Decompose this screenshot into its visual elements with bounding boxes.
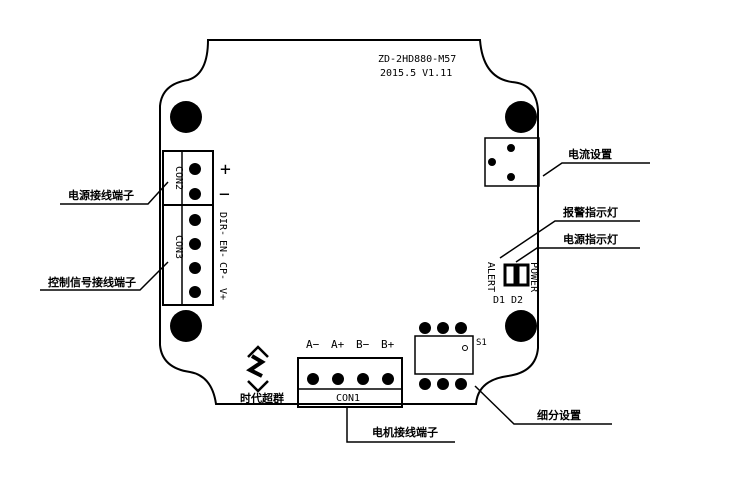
leader-power-terminal [60, 181, 169, 205]
pot-pin-1 [488, 158, 496, 166]
led-power-label: POWER [528, 262, 539, 293]
con3-pin-labels-cp: CP- [217, 262, 228, 280]
con3-pin-labels-dir: DIR- [217, 212, 228, 236]
mounting-hole-top-left [170, 101, 202, 133]
led-alert [503, 263, 517, 287]
con1-pin-label-a-plus: A+ [331, 338, 345, 351]
mounting-hole-top-right [505, 101, 537, 133]
con3-pin-cp [189, 262, 201, 274]
dip-switch-label: S1 [476, 338, 487, 348]
leader-motor-terminal [346, 408, 455, 443]
leader-current-setting [542, 162, 650, 177]
con3-pin-labels-v: V+ [217, 288, 228, 300]
con3-pin-en [189, 238, 201, 250]
callout-power-terminal: 电源接线端子 [68, 188, 134, 202]
leader-microstep-setting [474, 385, 612, 425]
current-setting-pot [484, 137, 540, 187]
leader-control-terminal [40, 261, 169, 291]
con2-name: CON2 [173, 166, 184, 190]
con3-pin-v [189, 286, 201, 298]
con1-pin-label-b-plus: B+ [381, 338, 395, 351]
dip-pin-bottom-2 [437, 378, 449, 390]
con2-block [162, 150, 214, 206]
company-logo [246, 345, 269, 393]
pot-pin-2 [507, 144, 515, 152]
mounting-hole-bottom-right [505, 310, 537, 342]
con2-pin-minus [189, 188, 201, 200]
con1-pin-label-a-minus: A− [306, 338, 320, 351]
con1-pin-b-minus [357, 373, 369, 385]
con1-pin-label-b-minus: B− [356, 338, 370, 351]
mounting-hole-bottom-left [170, 310, 202, 342]
callout-power-indicator: 电源指示灯 [563, 232, 618, 246]
callout-control-terminal: 控制信号接线端子 [48, 275, 136, 289]
callout-motor-terminal: 电机接线端子 [372, 425, 438, 439]
con2-pin-minus-label: − [219, 184, 230, 205]
con1-pin-a-plus [332, 373, 344, 385]
con1-name: CON1 [336, 393, 360, 404]
led-power-id: D2 [511, 295, 523, 306]
con1-pin-b-plus [382, 373, 394, 385]
callout-alarm-indicator: 报警指示灯 [563, 205, 618, 219]
dip-switch-body [414, 335, 474, 375]
dip-pin-bottom-3 [455, 378, 467, 390]
pot-pin-3 [507, 173, 515, 181]
board-model: ZD-2HD880-M57 [378, 54, 456, 65]
callout-current-setting: 电流设置 [568, 147, 612, 161]
leader-power-indicator [515, 247, 640, 263]
con1-pin-a-minus [307, 373, 319, 385]
dip-pin-bottom-1 [419, 378, 431, 390]
board-outline [159, 39, 539, 405]
dip-switch-dot [462, 345, 468, 351]
con2-pin-plus-label: + [220, 159, 231, 180]
con3-pin-dir [189, 214, 201, 226]
callout-microstep-setting: 细分设置 [537, 408, 581, 422]
logo-text: 时代超群 [240, 391, 284, 405]
con2-pin-plus [189, 163, 201, 175]
con3-pin-labels-en: EN- [217, 240, 228, 258]
board-version: 2015.5 V1.11 [380, 68, 452, 79]
led-alert-label: ALERT [485, 262, 496, 292]
dip-pin-top-3 [455, 322, 467, 334]
dip-pin-top-2 [437, 322, 449, 334]
con1-block [297, 357, 403, 408]
leader-alarm-indicator [499, 220, 640, 259]
led-alert-id: D1 [493, 295, 505, 306]
con3-block [162, 204, 214, 306]
led-power [516, 263, 530, 287]
dip-pin-top-1 [419, 322, 431, 334]
con3-name: CON3 [173, 235, 184, 259]
